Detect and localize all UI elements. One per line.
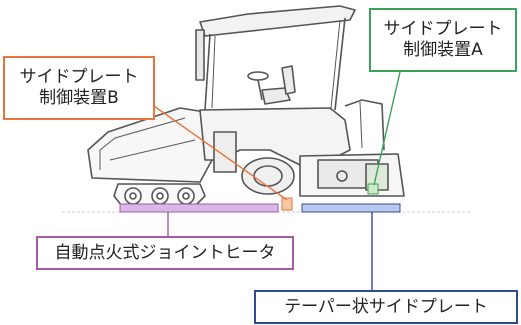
tapered-side-plate-band xyxy=(301,203,401,213)
exhaust-stack xyxy=(195,29,205,81)
side-plate-a-marker xyxy=(367,183,379,195)
callout-side-plate-controller-a: サイドプレート 制御装置A xyxy=(369,8,517,72)
canopy-post-front xyxy=(204,33,211,111)
callout-a-line1: サイドプレート xyxy=(383,19,503,39)
callout-side-plate-controller-b: サイドプレート 制御装置B xyxy=(3,56,155,120)
joint-heater-band xyxy=(119,203,279,213)
railing xyxy=(344,99,385,151)
hopper xyxy=(87,107,213,183)
callout-joint-heater: 自動点火式ジョイントヒータ xyxy=(36,236,294,270)
canopy-post-rear xyxy=(334,17,346,111)
leader-a xyxy=(373,71,401,186)
side-plate-b-marker xyxy=(281,197,293,211)
callout-plate-label: テーパー状サイドプレート xyxy=(284,296,488,317)
finisher-machine xyxy=(87,5,405,207)
callout-heater-label: 自動点火式ジョイントヒータ xyxy=(54,242,276,263)
steering-wheel xyxy=(247,71,269,81)
callout-a-line2: 制御装置A xyxy=(403,40,483,60)
auger xyxy=(241,157,295,195)
callout-b-line1: サイドプレート xyxy=(19,67,139,87)
operator-seat xyxy=(261,87,291,105)
callout-b-line2: 制御装置B xyxy=(39,88,119,108)
leader-b xyxy=(153,105,288,201)
canopy-roof xyxy=(199,5,356,37)
callout-tapered-side-plate: テーパー状サイドプレート xyxy=(254,290,518,324)
